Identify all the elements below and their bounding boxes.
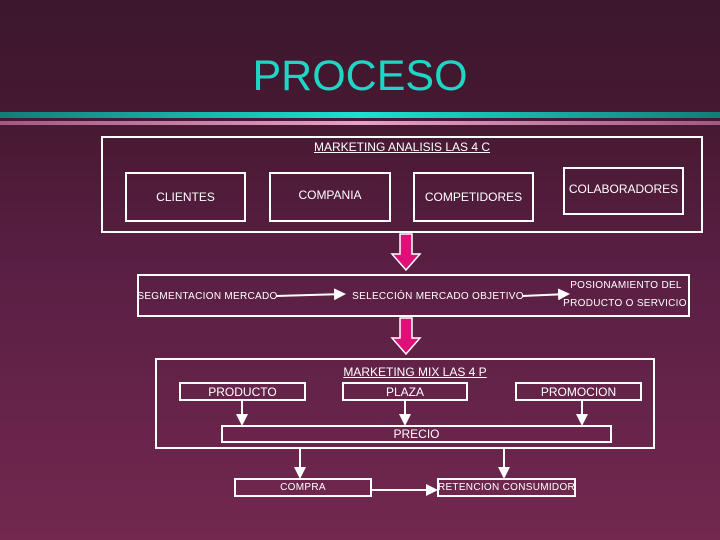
big-arrow-2 (390, 317, 422, 356)
segmentacion-label: SEGMENTACION MERCADO (137, 290, 278, 302)
clientes-box: CLIENTES (125, 172, 246, 222)
compania-box: COMPANIA (269, 172, 391, 222)
pink-divider (0, 121, 720, 125)
precio-box: PRECIO (221, 425, 612, 443)
analisis-4c-box (101, 136, 703, 233)
competidores-box: COMPETIDORES (413, 172, 534, 222)
big-arrow-1 (390, 233, 422, 272)
seleccion-label: SELECCIÓN MERCADO OBJETIVO (352, 290, 524, 302)
producto-box: PRODUCTO (179, 382, 306, 401)
teal-divider (0, 112, 720, 118)
posicionamiento-label-1: POSIONAMIENTO DEL (570, 279, 682, 291)
mercado-box (137, 274, 690, 317)
analisis-title: MARKETING ANALISIS LAS 4 C (313, 140, 491, 154)
mix-4p-box (155, 358, 655, 449)
retencion-box: RETENCION CONSUMIDOR (437, 478, 576, 497)
compra-box: COMPRA (234, 478, 372, 497)
arrow-segmentacion-seleccion (275, 288, 346, 301)
plaza-box: PLAZA (342, 382, 468, 401)
arrow-seleccion-posicionamiento (521, 288, 570, 301)
colaboradores-box: COLABORADORES (563, 167, 684, 215)
posicionamiento-label-2: PRODUCTO O SERVICIO (563, 297, 687, 309)
mix-title: MARKETING MIX LAS 4 P (343, 365, 487, 379)
page-title: PROCESO (252, 52, 468, 100)
promocion-box: PROMOCION (515, 382, 642, 401)
